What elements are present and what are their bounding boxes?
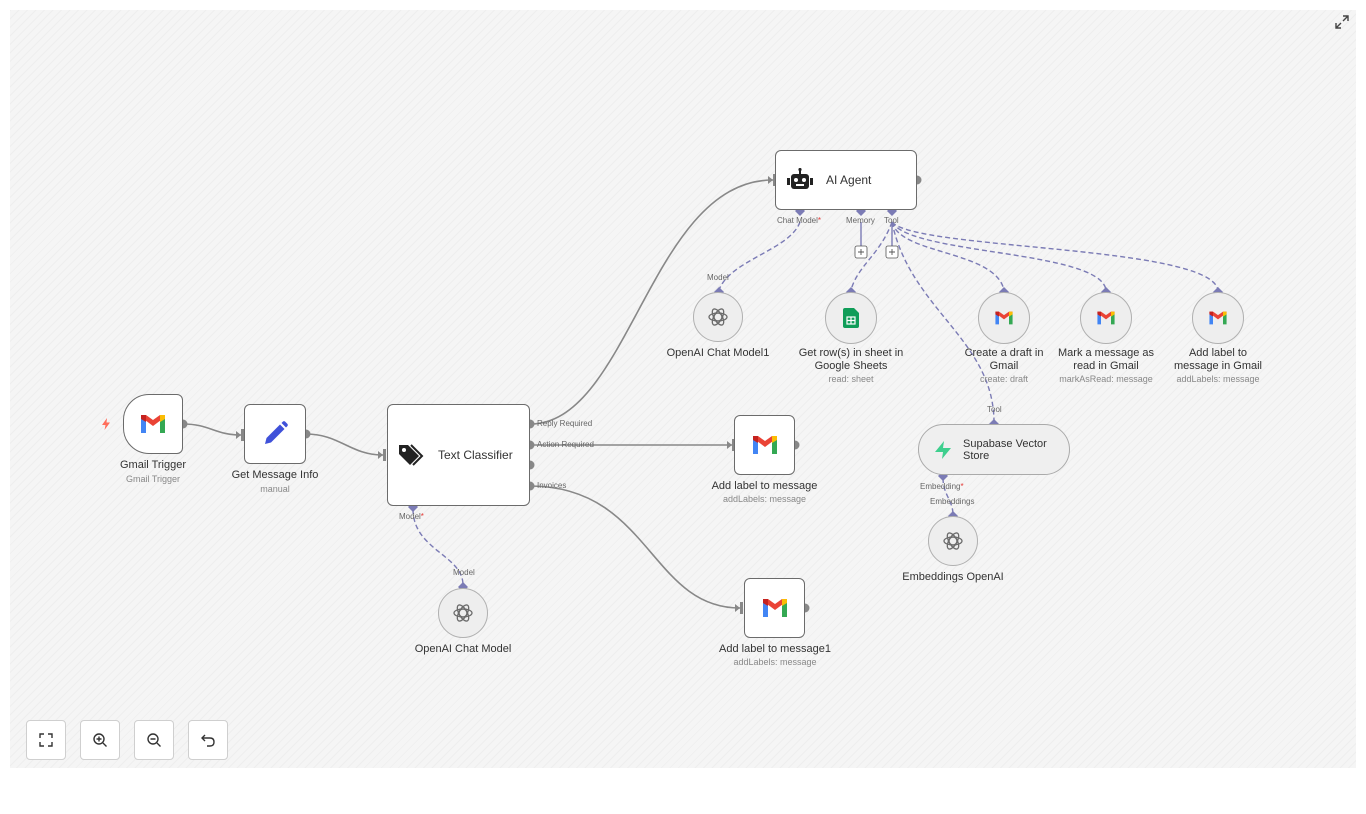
wire-tool-supabase: [891, 221, 995, 425]
add-label-gmail-subtitle: addLabels: message: [1176, 374, 1260, 384]
create-draft-node[interactable]: [978, 292, 1030, 344]
mark-read-label: Mark a message as read in Gmail: [1058, 347, 1154, 372]
openai-chat-model1-label: OpenAI Chat Model1: [666, 347, 770, 359]
gmail-icon: [752, 436, 777, 454]
embeddings-openai-node[interactable]: [928, 516, 978, 566]
zoom-out-button[interactable]: [134, 720, 174, 760]
add-label-label: Add label to message: [711, 480, 818, 492]
agent-tool-port: Tool: [884, 216, 899, 225]
google-sheets-icon: [843, 308, 859, 328]
gmail-icon: [1209, 311, 1227, 325]
chat-model1-port-label: Model: [707, 273, 729, 282]
fit-view-icon: [39, 733, 53, 747]
output-invoices: Invoices: [537, 481, 567, 490]
openai-chat-model-node[interactable]: [438, 588, 488, 638]
mark-read-subtitle: markAsRead: message: [1059, 374, 1153, 384]
gmail-trigger-label: Gmail Trigger: [119, 459, 187, 471]
openai-chat-model-label: OpenAI Chat Model: [414, 643, 512, 655]
get-message-info-subtitle: manual: [260, 484, 290, 494]
wire-tool-draft: [891, 221, 1005, 291]
openai-icon: [453, 604, 473, 622]
supabase-embedding-port: Embedding*: [920, 482, 964, 491]
ai-agent-node[interactable]: AI Agent: [775, 150, 917, 210]
zoom-in-button[interactable]: [80, 720, 120, 760]
zoom-in-icon: [93, 733, 107, 747]
gmail-icon: [1097, 311, 1115, 325]
mark-read-node[interactable]: [1080, 292, 1132, 344]
google-sheets-subtitle: read: sheet: [828, 374, 874, 384]
add-label1-label: Add label to message1: [719, 643, 831, 655]
gmail-icon: [141, 415, 165, 433]
add-label-subtitle: addLabels: message: [722, 494, 807, 504]
get-message-info-node[interactable]: [244, 404, 306, 464]
wire-trigger-to-getinfo: [182, 423, 242, 436]
wire-tool-addlabelgmail: [891, 221, 1219, 291]
create-draft-subtitle: create: draft: [979, 374, 1029, 384]
undo-icon: [201, 734, 215, 747]
wire-getinfo-to-classifier: [305, 433, 384, 456]
add-memory-button: [854, 245, 868, 259]
add-label-gmail-label: Add label to message in Gmail: [1173, 347, 1263, 372]
classifier-model-port: Model*: [399, 512, 424, 521]
add-label-gmail-node[interactable]: [1192, 292, 1244, 344]
gmail-icon: [762, 599, 787, 617]
undo-button[interactable]: [188, 720, 228, 760]
add-label1-node[interactable]: [744, 578, 805, 638]
wire-model: [412, 508, 464, 586]
get-message-info-label: Get Message Info: [231, 469, 319, 481]
google-sheets-node[interactable]: [825, 292, 877, 344]
zoom-out-icon: [147, 733, 161, 747]
fit-view-button[interactable]: [26, 720, 66, 760]
wire-model1: [718, 221, 801, 291]
supabase-tool-port: Tool: [987, 405, 1002, 414]
workflow-canvas[interactable]: Gmail Trigger Gmail Trigger Get Message …: [10, 10, 1356, 768]
trigger-bolt-icon: [101, 417, 111, 435]
tags-icon: [399, 444, 424, 466]
output-action-required: Action Required: [537, 440, 594, 449]
wire-reply-to-agent: [529, 179, 774, 425]
add-label-node[interactable]: [734, 415, 795, 475]
embeddings-port-label: Embeddings: [930, 497, 975, 506]
agent-chat-model-port: Chat Model*: [777, 216, 822, 225]
supabase-icon: [935, 440, 951, 459]
text-classifier-node[interactable]: Text Classifier: [387, 404, 530, 506]
openai-chat-model1-node[interactable]: [693, 292, 743, 342]
supabase-label: Supabase Vector Store: [963, 437, 1047, 462]
gmail-trigger-node[interactable]: [123, 394, 183, 454]
wire-invoices-to-addlabel1: [529, 485, 741, 609]
gmail-trigger-subtitle: Gmail Trigger: [125, 474, 180, 484]
chat-model-port-label: Model: [453, 568, 475, 577]
openai-icon: [943, 532, 963, 550]
connections-layer: [178, 174, 1223, 614]
agent-memory-port: Memory: [846, 216, 875, 225]
fullscreen-icon[interactable]: [1334, 14, 1350, 30]
openai-icon: [708, 308, 728, 326]
add-label1-subtitle: addLabels: message: [733, 657, 817, 667]
wire-tool-markread: [891, 221, 1107, 291]
pencil-icon: [265, 421, 288, 444]
google-sheets-label: Get row(s) in sheet in Google Sheets: [798, 347, 904, 372]
text-classifier-label: Text Classifier: [438, 448, 513, 462]
output-reply-required: Reply Required: [537, 419, 593, 428]
embeddings-openai-label: Embeddings OpenAI: [902, 571, 1004, 583]
supabase-vector-store-node[interactable]: Supabase Vector Store: [918, 424, 1070, 475]
create-draft-label: Create a draft in Gmail: [964, 347, 1044, 372]
gmail-icon: [995, 311, 1013, 325]
add-tool-button: [885, 245, 899, 259]
robot-icon: [787, 168, 813, 189]
wire-tool-sheets: [850, 221, 893, 291]
ai-agent-label: AI Agent: [826, 173, 872, 187]
